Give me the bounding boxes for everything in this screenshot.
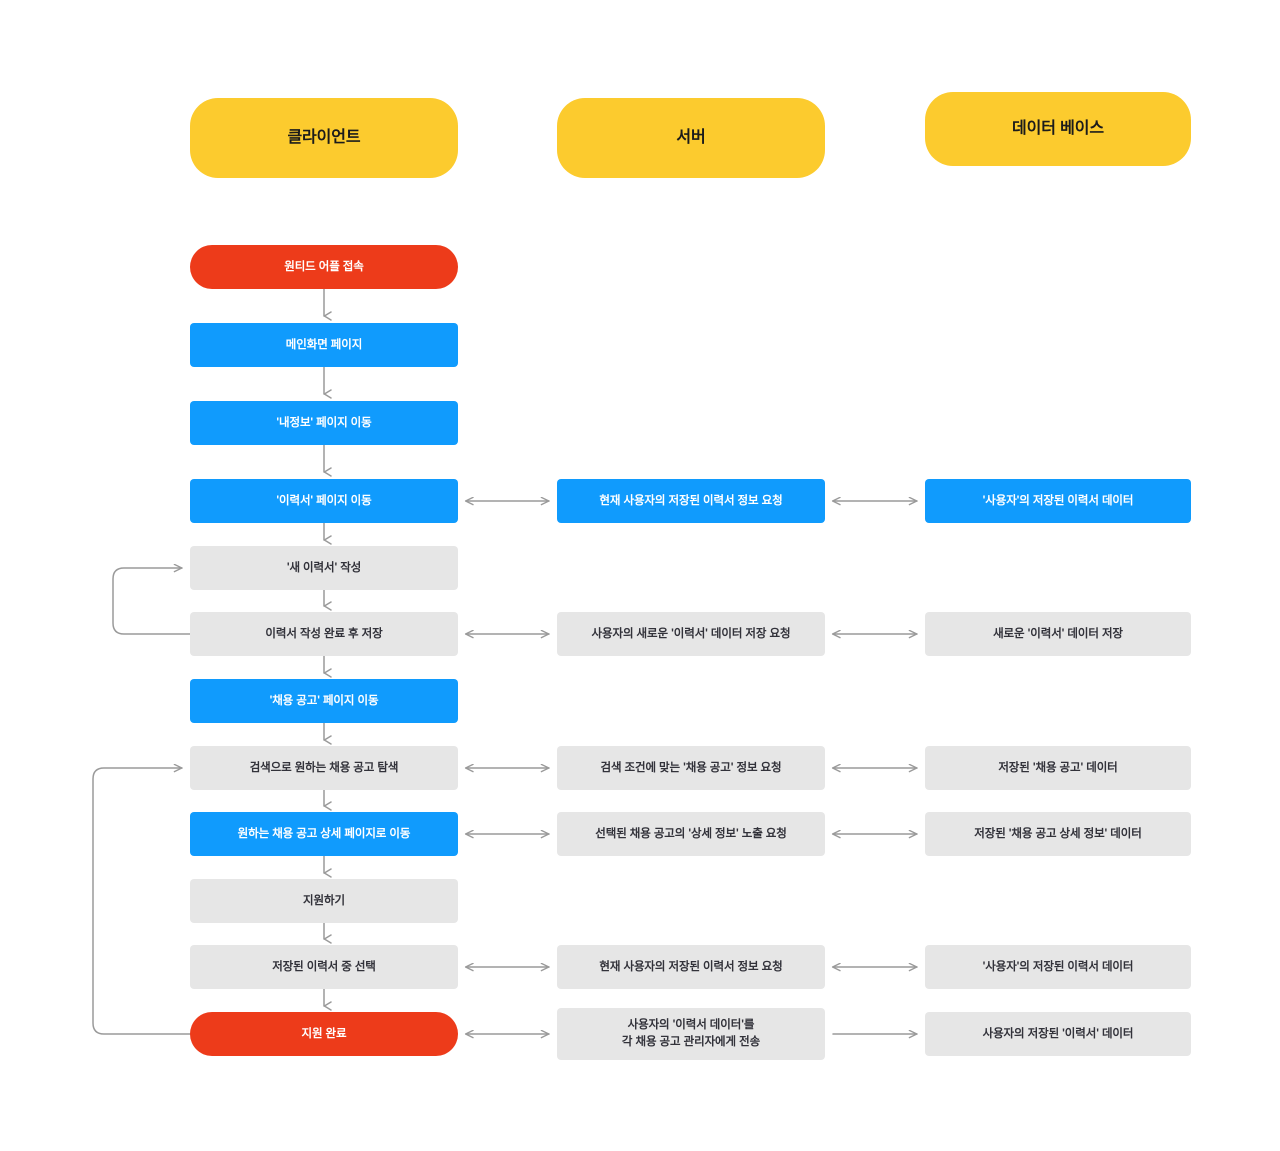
node-client-app-access[interactable]: 원티드 어플 접속: [190, 245, 458, 289]
node-server-request-saved-resume[interactable]: 현재 사용자의 저장된 이력서 정보 요청: [557, 945, 825, 989]
node-db-store-new-resume[interactable]: 새로운 '이력서' 데이터 저장: [925, 612, 1191, 656]
lane-header-client: 클라이언트: [190, 98, 458, 178]
node-client-jobposting-page[interactable]: '채용 공고' 페이지 이동: [190, 679, 458, 723]
node-server-request-job-postings[interactable]: 검색 조건에 맞는 '채용 공고' 정보 요청: [557, 746, 825, 790]
node-client-resume-page[interactable]: '이력서' 페이지 이동: [190, 479, 458, 523]
node-server-request-job-detail[interactable]: 선택된 채용 공고의 '상세 정보' 노출 요청: [557, 812, 825, 856]
node-server-send-resume-to-manager[interactable]: 사용자의 '이력서 데이터'를 각 채용 공고 관리자에게 전송: [557, 1008, 825, 1060]
node-server-save-new-resume[interactable]: 사용자의 새로운 '이력서' 데이터 저장 요청: [557, 612, 825, 656]
node-db-stored-job-detail[interactable]: 저장된 '채용 공고 상세 정보' 데이터: [925, 812, 1191, 856]
edge-loopback-c12-c8: [92, 768, 191, 1035]
node-client-job-detail-page[interactable]: 원하는 채용 공고 상세 페이지로 이동: [190, 812, 458, 856]
node-server-request-resume-info[interactable]: 현재 사용자의 저장된 이력서 정보 요청: [557, 479, 825, 523]
lane-header-database: 데이터 베이스: [925, 92, 1191, 166]
node-client-myinfo-page[interactable]: '내정보' 페이지 이동: [190, 401, 458, 445]
node-db-user-saved-resume-data[interactable]: '사용자'의 저장된 이력서 데이터: [925, 479, 1191, 523]
node-db-stored-job-postings[interactable]: 저장된 '채용 공고' 데이터: [925, 746, 1191, 790]
lane-header-server: 서버: [557, 98, 825, 178]
node-client-main-page[interactable]: 메인화면 페이지: [190, 323, 458, 367]
edge-loopback-c6-c5: [112, 568, 191, 635]
node-client-new-resume[interactable]: '새 이력서' 작성: [190, 546, 458, 590]
node-db-user-saved-resume-data-2[interactable]: '사용자'의 저장된 이력서 데이터: [925, 945, 1191, 989]
node-client-apply[interactable]: 지원하기: [190, 879, 458, 923]
node-client-search-jobs[interactable]: 검색으로 원하는 채용 공고 탐색: [190, 746, 458, 790]
node-db-user-stored-resume-data[interactable]: 사용자의 저장된 '이력서' 데이터: [925, 1012, 1191, 1056]
node-client-apply-complete[interactable]: 지원 완료: [190, 1012, 458, 1056]
node-client-select-resume[interactable]: 저장된 이력서 중 선택: [190, 945, 458, 989]
node-client-save-resume[interactable]: 이력서 작성 완료 후 저장: [190, 612, 458, 656]
